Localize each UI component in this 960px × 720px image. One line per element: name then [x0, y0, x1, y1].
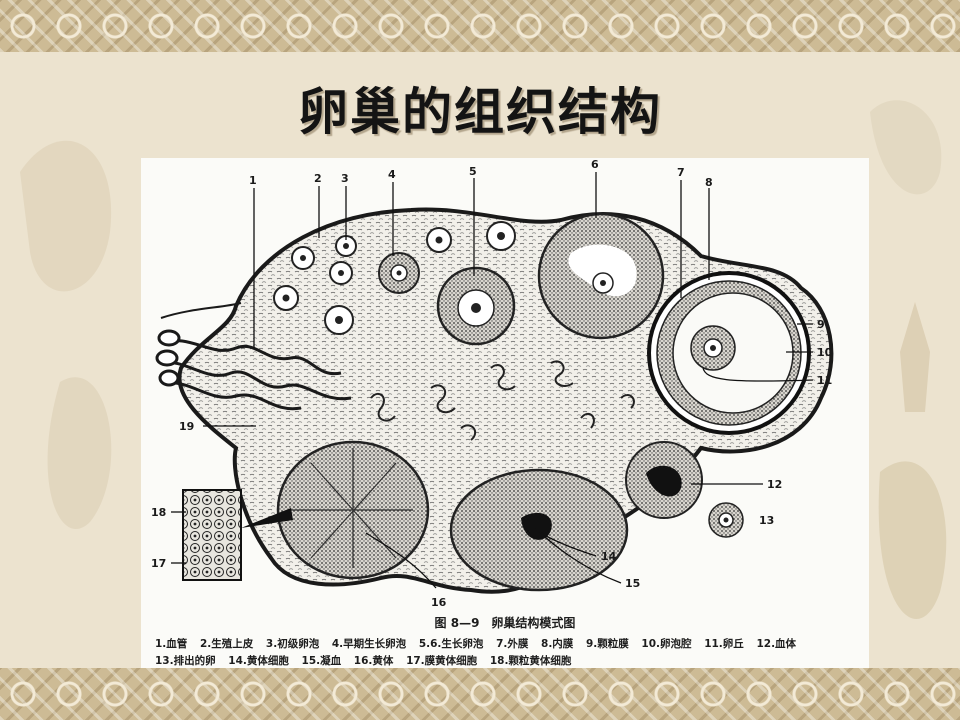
legend-item: 13.排出的卵: [155, 655, 216, 667]
label-2: 2: [314, 172, 322, 185]
label-6: 6: [591, 158, 599, 171]
stroma-vessels: [370, 360, 635, 441]
legend-item: 3.初级卵泡: [265, 638, 320, 650]
legend-item: 10.卵泡腔: [641, 638, 692, 650]
bottom-decorative-border: [0, 668, 960, 720]
primary-follicles: [273, 221, 516, 335]
ovary-diagram-figure: 1 2 3 4 5 6 7 8 9 10 11 12 13 14 15 16 1…: [141, 158, 869, 668]
legend-item: 17.膜黄体细胞: [406, 655, 478, 667]
slide-title: 卵巢的组织结构: [298, 83, 662, 141]
top-decorative-border: [0, 0, 960, 52]
legend-item: 12.血体: [756, 638, 797, 650]
legend-item: 2.生殖上皮: [199, 638, 254, 650]
corpus-luteum-left: [276, 440, 430, 580]
growing-follicle-large: [537, 212, 665, 340]
figure-caption: 图 8—9 卵巢结构模式图: [434, 616, 576, 630]
label-15: 15: [625, 577, 640, 590]
early-growing-follicle: [378, 252, 420, 294]
ovulated-ovum: [708, 502, 744, 538]
label-18: 18: [151, 506, 166, 519]
label-12: 12: [767, 478, 782, 491]
label-7: 7: [677, 166, 685, 179]
legend-item: 18.颗粒黄体细胞: [489, 655, 572, 667]
legend-item: 9.颗粒膜: [585, 638, 629, 650]
label-8: 8: [705, 176, 713, 189]
figure-legend: 1.血管 2.生殖上皮 3.初级卵泡 4.早期生长卵泡 5.6.生长卵泡 7.外…: [155, 636, 865, 668]
ovary-diagram-drawing: 1 2 3 4 5 6 7 8 9 10 11 12 13 14 15 16 1…: [151, 158, 834, 609]
label-16: 16: [431, 596, 447, 609]
number-labels: 1 2 3 4 5 6 7 8 9 10 11 12 13 14 15 16 1…: [151, 158, 833, 609]
legend-item: 14.黄体细胞: [228, 655, 289, 667]
label-10: 10: [817, 346, 833, 359]
legend-item: 16.黄体: [353, 655, 394, 667]
background-ink-painting: [20, 100, 947, 619]
legend-item: 8.内膜: [541, 638, 574, 650]
label-13: 13: [759, 514, 774, 527]
label-17: 17: [151, 557, 166, 570]
legend-item: 11.卵丘: [704, 638, 744, 650]
label-4: 4: [388, 168, 396, 181]
label-11: 11: [817, 374, 832, 387]
legend-item: 7.外膜: [496, 638, 529, 650]
label-14: 14: [601, 550, 617, 563]
legend-item: 4.早期生长卵泡: [331, 638, 407, 650]
label-5: 5: [469, 165, 477, 178]
label-3: 3: [341, 172, 349, 185]
label-9: 9: [817, 318, 825, 331]
label-19: 19: [179, 420, 194, 433]
blood-vessel-bundle: [155, 329, 352, 411]
legend-item: 1.血管: [155, 638, 188, 650]
label-leader-lines: [171, 172, 814, 589]
mature-follicle: [647, 271, 811, 435]
legend-item: 15.凝血: [301, 655, 342, 667]
label-1: 1: [249, 174, 257, 187]
legend-item: 5.6.生长卵泡: [418, 638, 484, 650]
corpus-hemorrhagicum: [625, 441, 703, 519]
lutein-cell-inset: [182, 489, 293, 581]
growing-follicle-medium: [436, 266, 516, 346]
corpus-luteum-center: [449, 468, 629, 592]
